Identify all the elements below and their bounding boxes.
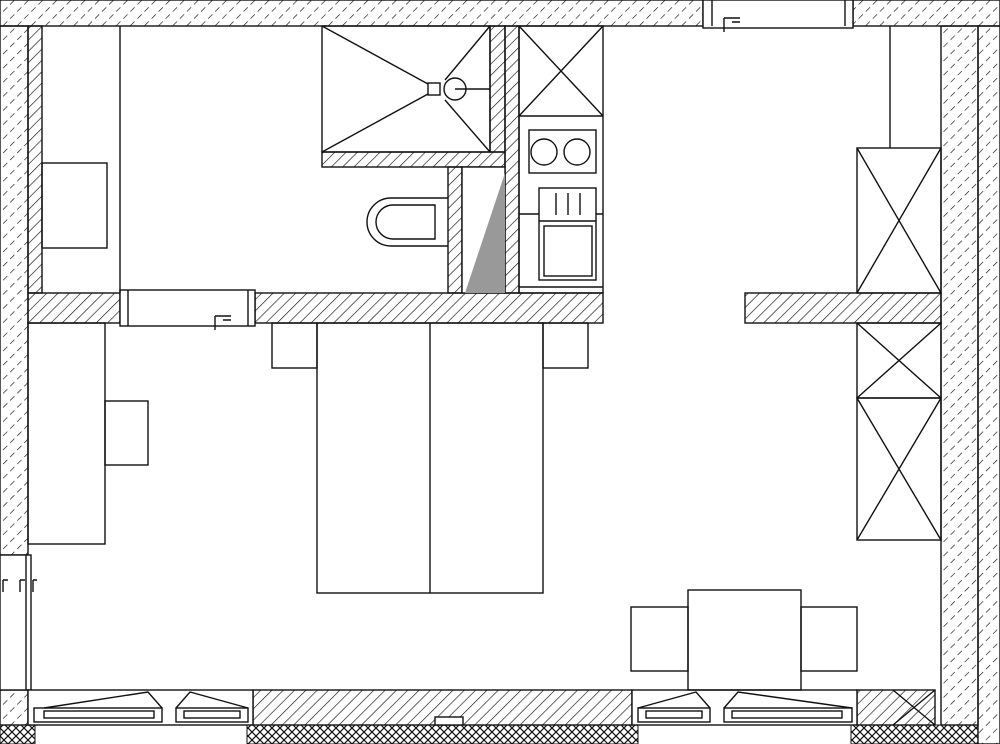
window-top: [702, 0, 854, 32]
entry-door: [119, 289, 256, 330]
desk: [27, 322, 149, 545]
dining-table: [630, 589, 858, 691]
dining-chair-right: [800, 606, 858, 672]
toilet: [366, 197, 448, 247]
kitchenette: [518, 25, 604, 294]
entry-closet: [41, 26, 121, 293]
window-bottom-left: [27, 689, 254, 726]
interior-walls: [27, 25, 942, 324]
nightstand-right: [542, 322, 589, 369]
window-left: [0, 554, 37, 691]
shower-tray: [321, 25, 491, 153]
dining-chair-left: [630, 606, 689, 672]
nightstand-left: [271, 322, 318, 369]
shaft: [461, 166, 506, 294]
double-bed: [271, 322, 589, 594]
window-bottom-right: [631, 689, 858, 726]
desk-chair: [104, 400, 149, 466]
wardrobes: [856, 26, 942, 541]
